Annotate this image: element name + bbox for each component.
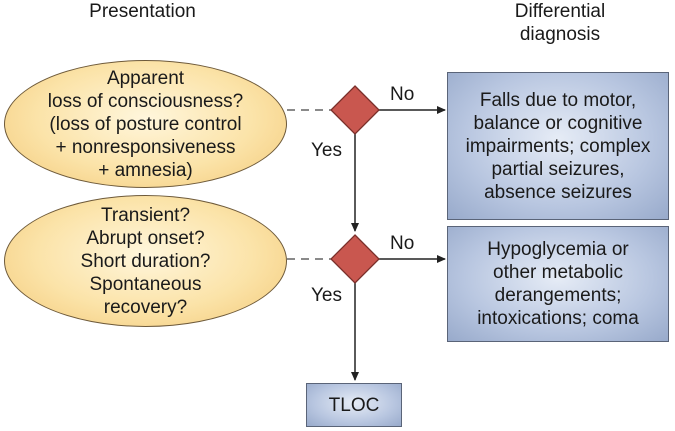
question-line: Abrupt onset? [86, 227, 205, 249]
diagnosis-line: absence seizures [484, 181, 632, 203]
question-line: loss of consciousness? [47, 90, 244, 112]
no-label: No [390, 84, 415, 105]
decision-diamond-2 [330, 234, 380, 284]
diagnosis-box-falls: Falls due to motor, balance or cognitive… [447, 72, 669, 220]
question-line: (loss of posture control [49, 113, 242, 135]
decision-diamond-1 [330, 85, 380, 135]
diagnosis-line: Hypoglycemia or [487, 239, 629, 260]
question-line: Short duration? [80, 250, 211, 272]
outcome-box-tloc: TLOC [306, 383, 402, 427]
differential-diagnosis-header-line1: Differential [514, 1, 606, 22]
yes-label: Yes [311, 285, 342, 306]
question-line: + amnesia) [98, 159, 193, 181]
question-line: recovery? [103, 296, 188, 318]
diagnosis-line: other metabolic [493, 262, 623, 283]
question-line: Transient? [100, 204, 191, 226]
question-line: + nonresponsiveness [55, 136, 236, 158]
question-ellipse-transient: Transient? Abrupt onset? Short duration?… [4, 195, 287, 327]
question-line: Apparent [106, 67, 185, 89]
diagnosis-line: Falls due to motor, [479, 89, 637, 111]
diagnosis-line: derangements; [494, 285, 622, 306]
presentation-header: Presentation [89, 1, 196, 22]
question-ellipse-consciousness: Apparent loss of consciousness? (loss of… [4, 60, 287, 188]
diagnosis-line: balance or cognitive [473, 112, 643, 134]
diagnosis-line: impairments; complex [465, 135, 651, 157]
no-label: No [390, 233, 415, 254]
differential-diagnosis-header: Differential diagnosis [470, 0, 650, 46]
outcome-label: TLOC [328, 394, 380, 416]
diagnosis-line: partial seizures, [491, 158, 625, 180]
yes-label: Yes [311, 140, 342, 161]
differential-diagnosis-header-line2: diagnosis [519, 24, 601, 45]
question-line: Spontaneous [89, 273, 202, 295]
diagnosis-line: intoxications; coma [477, 308, 639, 329]
diagnosis-box-metabolic: Hypoglycemia or other metabolic derangem… [447, 226, 669, 342]
